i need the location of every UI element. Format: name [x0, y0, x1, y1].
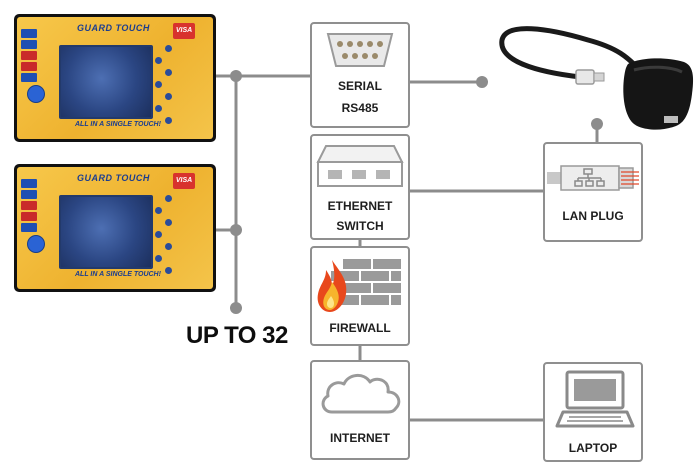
- cloud-icon: [321, 374, 401, 414]
- lan-plug-node: LAN PLUG: [543, 142, 643, 242]
- side-keys: [21, 179, 37, 234]
- serial-label: SERIAL: [337, 79, 382, 93]
- serial-rs485-node: SERIAL RS485: [310, 22, 410, 128]
- ethernet-switch-node: ETHERNET SWITCH: [310, 134, 410, 240]
- visa-badge: VISA: [173, 173, 195, 189]
- switch-label: SWITCH: [336, 219, 384, 233]
- junction-dot: [230, 224, 242, 236]
- flame-icon: [317, 260, 347, 312]
- internet-label: INTERNET: [330, 431, 390, 445]
- internet-node: INTERNET: [310, 360, 410, 460]
- lan-plug-label: LAN PLUG: [562, 209, 624, 223]
- device-slogan: ALL IN A SINGLE TOUCH!: [75, 271, 161, 278]
- device-brand: GUARD TOUCH: [77, 173, 150, 183]
- firewall-node: FIREWALL: [310, 246, 410, 346]
- ethernet-label: ETHERNET: [327, 199, 393, 213]
- firewall-label: FIREWALL: [329, 321, 391, 335]
- function-icons: [155, 195, 172, 279]
- junction-dot: [230, 302, 242, 314]
- junction-dot: [476, 76, 488, 88]
- function-icons: [155, 45, 172, 129]
- touch-screen: [59, 45, 153, 119]
- usb-adapter-icon: [499, 26, 694, 130]
- db9-connector-icon: [326, 33, 394, 67]
- rs485-label: RS485: [341, 101, 379, 115]
- laptop-label: LAPTOP: [568, 441, 618, 455]
- junction-dot: [591, 118, 603, 130]
- touch-screen: [59, 195, 153, 269]
- guard-touch-terminal: GUARD TOUCH VISA ALL IN A SINGLE TOUCH!: [14, 164, 216, 292]
- device-slogan: ALL IN A SINGLE TOUCH!: [75, 121, 161, 128]
- guard-touch-terminal: GUARD TOUCH VISA ALL IN A SINGLE TOUCH!: [14, 14, 216, 142]
- round-button-icon: [27, 85, 45, 103]
- device-count-note: UP TO 32: [186, 322, 288, 349]
- laptop-node: LAPTOP: [543, 362, 643, 462]
- laptop-icon: [555, 370, 635, 428]
- network-plug-icon: [547, 165, 639, 191]
- switch-icon: [316, 145, 404, 187]
- junction-dot: [230, 70, 242, 82]
- visa-badge: VISA: [173, 23, 195, 39]
- round-button-icon: [27, 235, 45, 253]
- side-keys: [21, 29, 37, 84]
- device-brand: GUARD TOUCH: [77, 23, 150, 33]
